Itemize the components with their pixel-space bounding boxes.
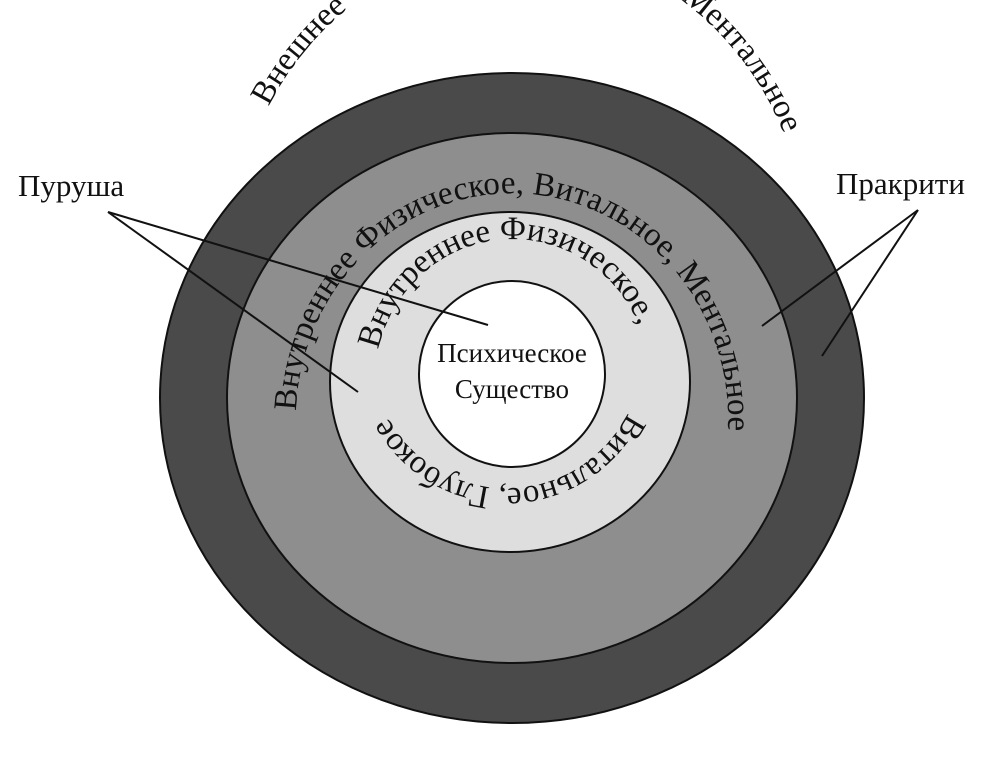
purusha-pointer-deep: [107, 211, 359, 393]
purusha-label: Пуруша: [18, 168, 124, 203]
prakriti-pointers: [761, 209, 919, 357]
purusha-pointers: [107, 211, 489, 393]
psychic-label-line2: Существо: [455, 374, 569, 404]
purusha-pointer-psychic: [107, 211, 489, 326]
prakriti-label: Пракрити: [836, 166, 965, 201]
psychic-core: [418, 280, 606, 468]
prakriti-pointer-inner: [761, 209, 919, 327]
psychic-label-line1: Психическое: [437, 338, 587, 368]
prakriti-pointer-outer: [821, 209, 919, 357]
